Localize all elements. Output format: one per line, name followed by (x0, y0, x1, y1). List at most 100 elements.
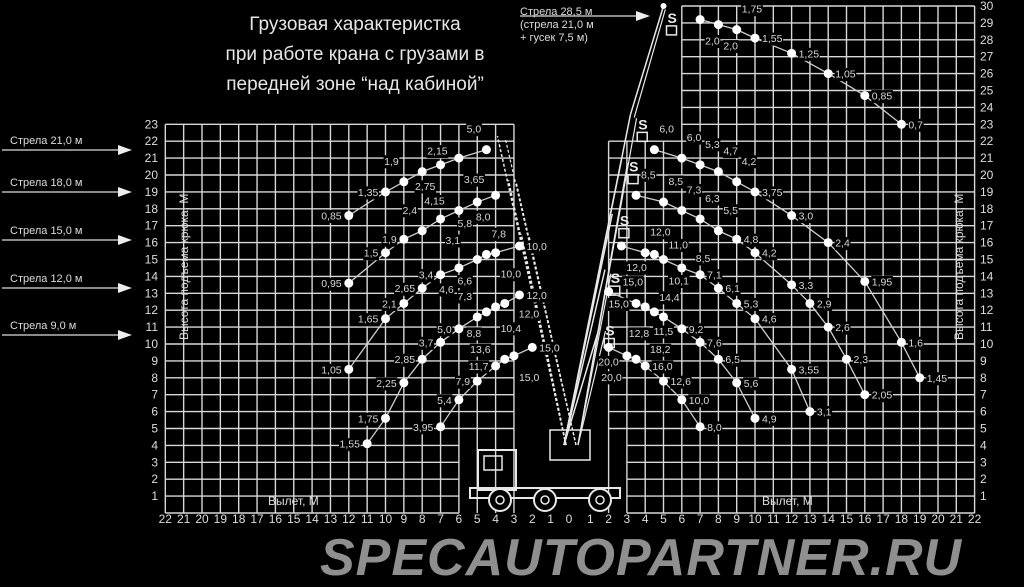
label-background (456, 275, 473, 288)
label-background (490, 227, 507, 241)
data-label: 1,55 (762, 33, 783, 45)
data-point (732, 177, 742, 187)
data-label: 10,1 (669, 276, 690, 288)
data-point (805, 407, 815, 417)
label-background (743, 297, 759, 311)
label-background (640, 168, 657, 182)
label-background (597, 355, 620, 369)
hook-icon: S (638, 116, 647, 132)
data-point (472, 197, 482, 207)
left-x-tick-label: 9 (401, 512, 408, 526)
data-label: 14,4 (659, 292, 680, 304)
data-point (399, 298, 409, 308)
data-point (713, 20, 723, 30)
load-box-icon (636, 131, 648, 143)
label-background (454, 375, 471, 389)
left-y-tick-label: 8 (151, 371, 158, 385)
data-label: 15,0 (539, 342, 560, 354)
left-y-tick-label: 6 (151, 405, 158, 419)
data-label: 4,8 (744, 234, 759, 246)
right-x-tick-label: 7 (697, 512, 704, 526)
label-background (649, 343, 672, 357)
right-x-tick-label: 13 (803, 512, 817, 526)
boom-outline (563, 326, 601, 446)
data-label: 4,2 (762, 248, 777, 260)
data-label: 1,25 (799, 48, 820, 60)
left-x-tick-label: 16 (269, 512, 283, 526)
load-curve (436, 342, 537, 432)
crane-turret (549, 429, 591, 461)
data-point (787, 280, 797, 290)
label-background (600, 371, 623, 385)
axis-ticks: 1234567891011121314151617181920212223123… (145, 0, 994, 526)
data-point (454, 395, 464, 405)
data-label: 10,0 (526, 241, 547, 253)
label-background (538, 341, 561, 355)
data-point (713, 226, 723, 236)
data-point (823, 238, 833, 248)
data-point (677, 153, 687, 163)
data-point (750, 314, 760, 324)
label-background (525, 240, 548, 254)
right-x-axis-title: Вылет, М (762, 494, 813, 508)
data-label: 20,0 (598, 356, 619, 368)
left-y-tick-label: 12 (145, 303, 159, 317)
label-background (816, 406, 833, 420)
data-point (436, 160, 446, 170)
data-point (677, 324, 687, 334)
data-point (823, 322, 833, 332)
right-y-tick-label: 2 (980, 472, 987, 486)
label-background (688, 394, 710, 408)
data-label: 4,6 (762, 314, 777, 326)
label-background (628, 327, 650, 341)
data-point (713, 354, 723, 364)
right-x-tick-label: 5 (660, 512, 667, 526)
data-point (399, 177, 409, 187)
right-y-tick-label: 21 (980, 151, 994, 165)
data-point (436, 214, 446, 224)
label-background (798, 210, 814, 224)
data-label: 5,0 (437, 324, 452, 336)
label-background (625, 261, 648, 275)
data-point (659, 197, 668, 207)
label-background (724, 282, 741, 296)
left-y-tick-label: 4 (151, 438, 158, 452)
wheel (488, 488, 512, 512)
data-point (344, 278, 354, 288)
data-label: 4,6 (439, 284, 454, 296)
label-background (381, 297, 398, 311)
left-y-tick-label: 3 (151, 455, 158, 469)
data-point (713, 283, 723, 293)
left-x-tick-label: 10 (379, 512, 393, 526)
data-label: 5,3 (705, 139, 720, 151)
label-background (871, 389, 893, 403)
data-point (732, 298, 742, 308)
arrow-head-icon (636, 11, 650, 21)
right-x-tick-label: 14 (822, 512, 836, 526)
right-y-tick-label: 6 (980, 405, 987, 419)
data-label: 9,2 (689, 324, 704, 336)
data-point (472, 255, 482, 264)
label-background (500, 268, 522, 282)
data-label: 8,5 (669, 176, 684, 188)
data-label: 3,55 (799, 364, 820, 376)
curve-line (608, 291, 756, 419)
data-label: 1,55 (340, 439, 361, 451)
data-point (381, 248, 390, 258)
data-label: 0,7 (908, 119, 923, 131)
left-y-tick-label: 7 (151, 388, 158, 402)
data-point (417, 167, 427, 177)
data-label: 11,0 (668, 239, 688, 251)
label-background (466, 327, 482, 341)
watermark: SPECAUTOPARTNER.RU (320, 529, 963, 587)
data-point (527, 342, 537, 352)
label-background (414, 180, 437, 194)
label-background (688, 323, 705, 337)
boom-label: Стрела 12,0 м (10, 273, 82, 285)
label-background (445, 234, 461, 248)
left-y-tick-label: 14 (145, 269, 159, 283)
data-label: 5,5 (723, 205, 738, 217)
label-background (798, 363, 820, 377)
boom-outline (563, 114, 632, 446)
data-point (604, 342, 614, 352)
